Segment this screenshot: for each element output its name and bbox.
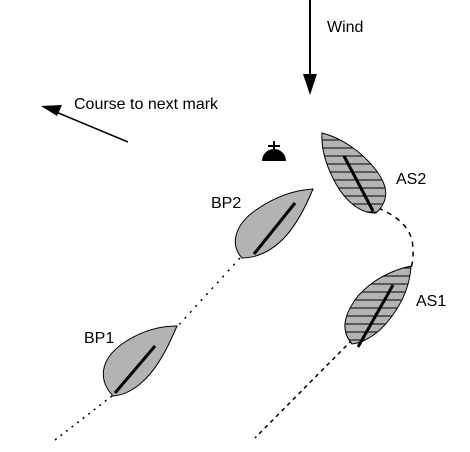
course-label: Course to next mark	[74, 96, 219, 113]
wind-label: Wind	[327, 19, 363, 36]
boat-bp1	[102, 325, 178, 397]
wind-arrow-icon	[303, 0, 317, 95]
as2-track	[377, 207, 414, 269]
as1-boom	[356, 284, 395, 348]
bp2-label: BP2	[211, 195, 241, 212]
mark-buoy-icon	[262, 141, 286, 161]
bp1-boom	[113, 345, 157, 394]
course-arrow-icon	[41, 105, 129, 143]
as2-label: AS2	[396, 171, 426, 188]
bp1-track	[54, 395, 113, 441]
as1-track	[254, 339, 353, 439]
as2-boom	[342, 155, 375, 212]
boat-as2	[321, 132, 387, 214]
as1-label: AS1	[416, 293, 446, 310]
boat-bp2	[234, 188, 314, 259]
bp1-label: BP1	[84, 330, 114, 347]
boat-as1	[344, 265, 412, 348]
bp2-track	[175, 257, 241, 329]
bp2-boom	[252, 202, 297, 255]
